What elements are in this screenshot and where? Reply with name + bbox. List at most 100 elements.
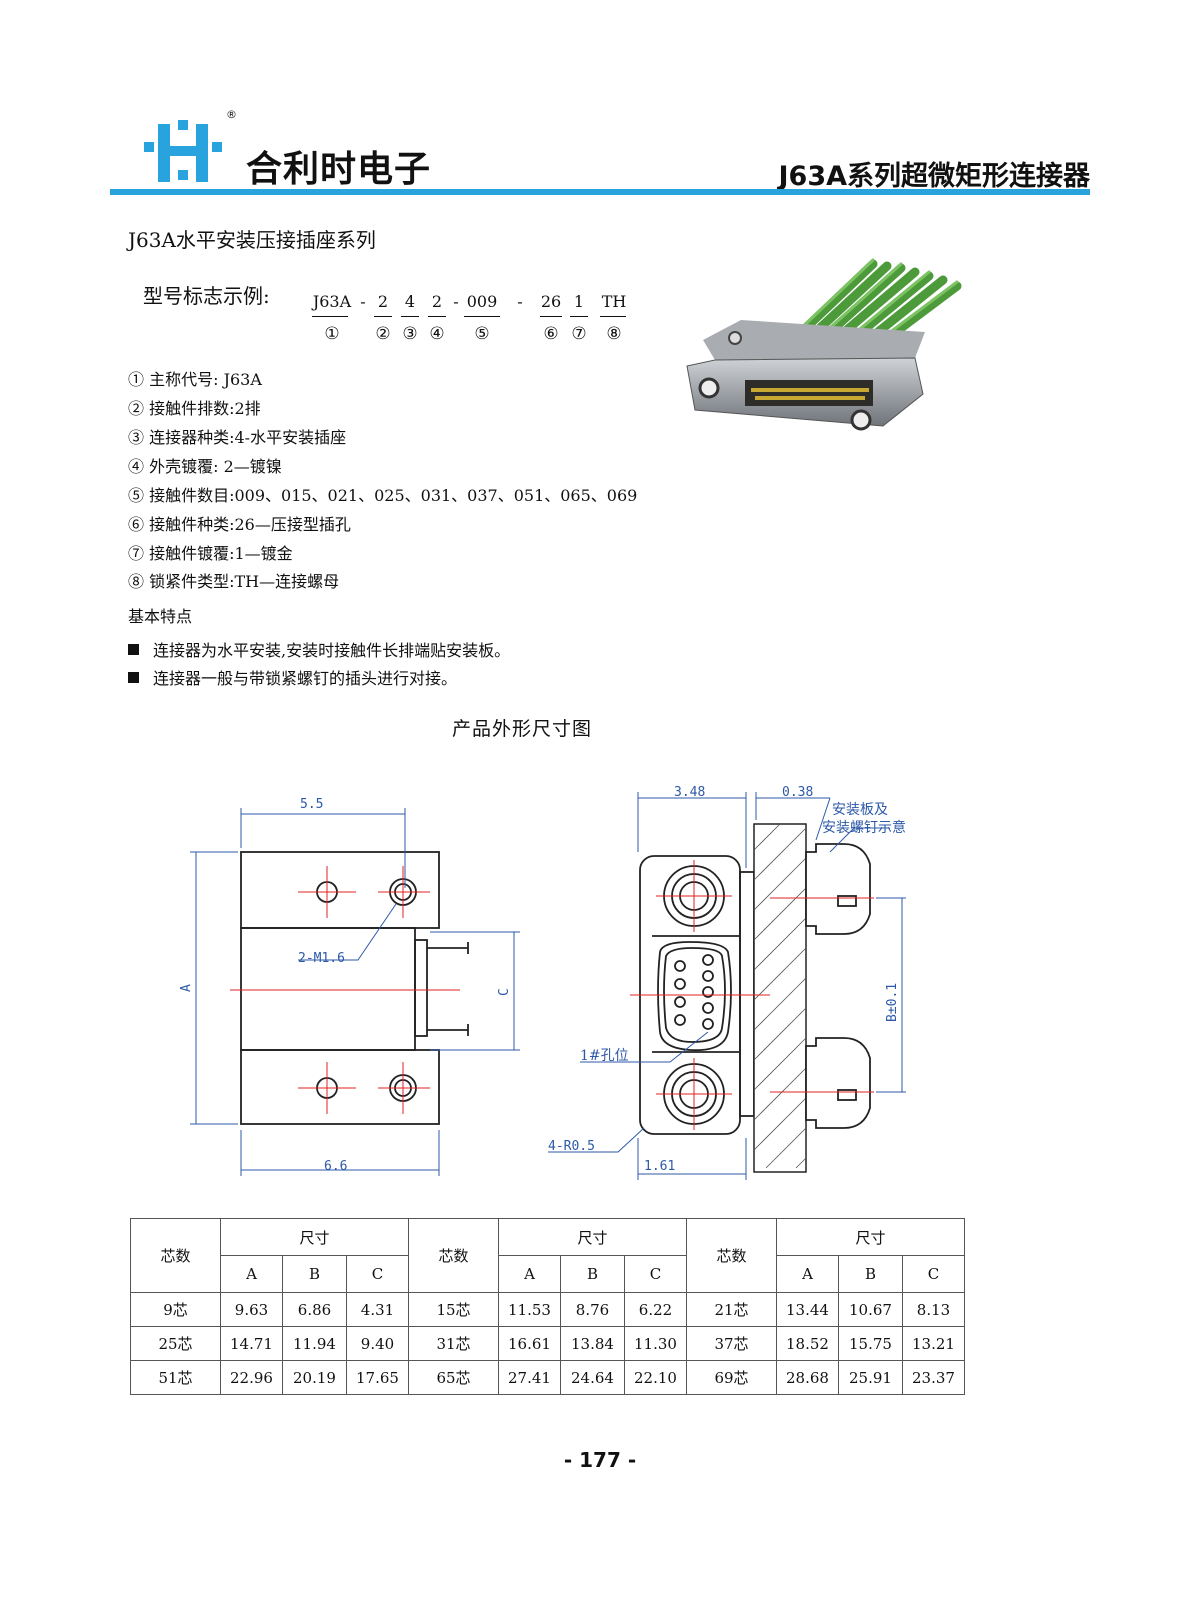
header-c: C [624,1255,687,1293]
front-view [240,851,469,1125]
code-underline [428,316,446,317]
table-cell: 17.65 [346,1360,409,1395]
company-logo-icon [144,120,222,182]
table-cell: 65芯 [408,1360,499,1395]
series-title: J63A系列超微矩形连接器 [778,161,1090,192]
header-b: B [838,1255,903,1293]
feature-item: 连接器一般与带锁紧螺钉的插头进行对接。 [128,665,457,689]
diagram-title: 产品外形尺寸图 [452,718,593,740]
code-part: 2 [377,292,389,311]
spec-item: ② 接触件排数:2排 [128,399,261,418]
table-cell: 9.40 [346,1326,409,1361]
dim-label: B±0.1 [885,983,900,1022]
dim-label: 1.61 [644,1159,675,1174]
mounting-plate [753,823,807,1173]
table-row: 25芯 14.71 11.94 9.40 31芯 16.61 13.84 11.… [130,1326,965,1361]
code-part: J63A [312,292,352,311]
code-number: ⑧ [606,324,622,344]
code-number: ③ [402,324,418,344]
dim-label: 安装螺钉示意 [822,819,906,836]
spec-item: ⑦ 接触件镀覆:1—镀金 [128,544,293,563]
table-cell: 25.91 [838,1360,903,1395]
page-number: - 177 - [563,1448,637,1472]
code-underline [570,316,588,317]
table-cell: 22.10 [624,1360,687,1395]
features-title: 基本特点 [128,607,193,626]
dimension-table: 芯数 尺寸 芯数 尺寸 芯数 尺寸 A B C A B C A B C 9芯 9… [130,1218,965,1395]
table-cell: 13.84 [560,1326,625,1361]
model-example-label: 型号标志示例: [143,284,270,308]
spec-item: ④ 外壳镀覆: 2—镀镍 [128,457,282,476]
code-underline [464,316,500,317]
spec-item: ③ 连接器种类:4-水平安装插座 [128,428,347,447]
code-part: 4 [404,292,416,311]
code-number: ⑥ [543,324,559,344]
table-cell: 24.64 [560,1360,625,1395]
header-core: 芯数 [686,1218,777,1293]
brand-name: 合利时电子 [246,149,432,190]
feature-text: 连接器一般与带锁紧螺钉的插头进行对接。 [153,669,458,688]
mounting-screws [805,843,871,1129]
code-underline [374,316,392,317]
header-a: A [498,1255,561,1293]
table-cell: 21芯 [686,1292,777,1327]
table-cell: 11.53 [498,1292,561,1327]
table-cell: 18.52 [776,1326,839,1361]
header-rule [110,189,1090,195]
dim-label: 3.48 [674,785,705,800]
header-c: C [902,1255,965,1293]
table-cell: 11.94 [282,1326,347,1361]
dim-label: 6.6 [324,1159,347,1174]
table-cell: 14.71 [220,1326,283,1361]
table-row: 9芯 9.63 6.86 4.31 15芯 11.53 8.76 6.22 21… [130,1292,965,1327]
table-cell: 11.30 [624,1326,687,1361]
dim-label: 2-M1.6 [298,951,345,966]
feature-item: 连接器为水平安装,安装时接触件长排端贴安装板。 [128,637,510,661]
table-cell: 15芯 [408,1292,499,1327]
table-cell: 13.21 [902,1326,965,1361]
bullet-square-icon [128,644,139,655]
code-separator: - [517,292,523,311]
table-cell: 8.13 [902,1292,965,1327]
dim-label: 4-R0.5 [548,1139,595,1154]
code-number: ⑦ [571,324,587,344]
dim-label: C [497,988,512,996]
spec-item: ⑥ 接触件种类:26—压接型插孔 [128,515,351,534]
table-cell: 9芯 [130,1292,221,1327]
header-size: 尺寸 [220,1218,409,1256]
table-cell: 16.61 [498,1326,561,1361]
dim-label: 安装板及 [832,802,888,818]
code-part: 1 [573,292,585,311]
code-part: 009 [466,292,498,311]
code-number: ① [324,324,340,344]
code-number: ④ [429,324,445,344]
header-size: 尺寸 [498,1218,687,1256]
table-cell: 27.41 [498,1360,561,1395]
table-cell: 51芯 [130,1360,221,1395]
code-separator: - [453,292,459,311]
code-part: 2 [431,292,443,311]
header-core: 芯数 [408,1218,499,1293]
code-separator: - [360,292,366,311]
code-underline [312,316,348,317]
table-cell: 25芯 [130,1326,221,1361]
table-cell: 69芯 [686,1360,777,1395]
table-cell: 6.22 [624,1292,687,1327]
table-cell: 9.63 [220,1292,283,1327]
feature-text: 连接器为水平安装,安装时接触件长排端贴安装板。 [153,641,511,660]
code-underline [540,316,562,317]
spec-item: ⑤ 接触件数目:009、015、021、025、031、037、051、065、… [128,486,638,505]
section-title: J63A水平安装压接插座系列 [128,228,376,252]
spec-item: ⑧ 锁紧件类型:TH—连接螺母 [128,572,340,591]
header-a: A [776,1255,839,1293]
header-b: B [282,1255,347,1293]
code-part: TH [601,292,627,311]
code-underline [600,316,626,317]
code-underline [401,316,419,317]
dim-label: 5.5 [300,797,323,812]
table-cell: 6.86 [282,1292,347,1327]
table-cell: 37芯 [686,1326,777,1361]
table-cell: 20.19 [282,1360,347,1395]
table-cell: 8.76 [560,1292,625,1327]
table-cell: 4.31 [346,1292,409,1327]
